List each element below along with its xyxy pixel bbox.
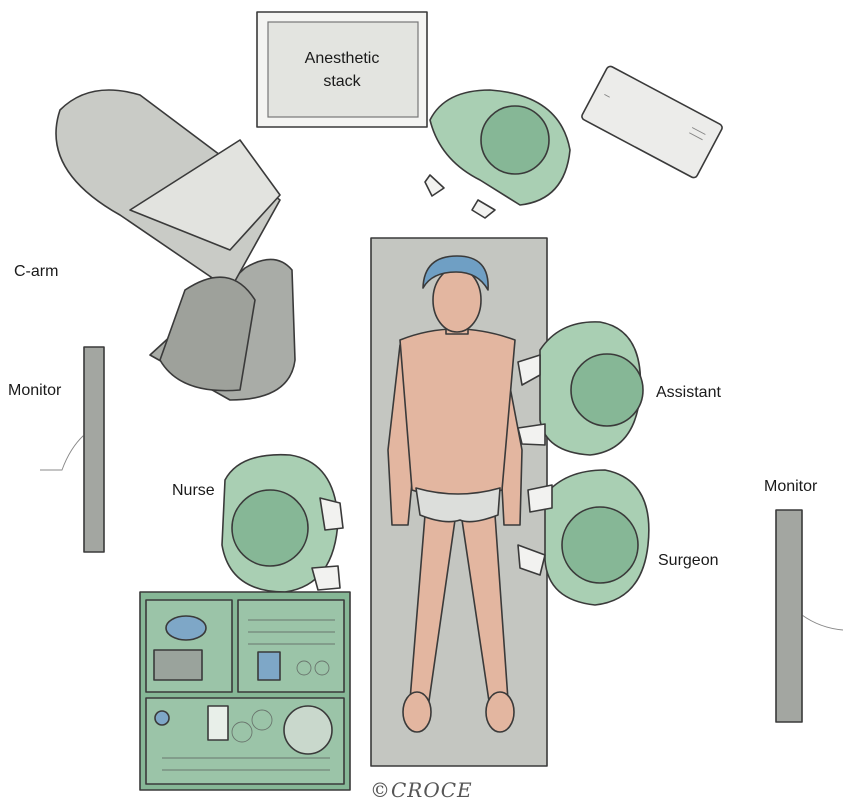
artist-signature: ©CROCE [370,778,473,802]
monitor-right-label: Monitor [764,477,817,496]
anesthetic-stack-label-line2: stack [262,70,422,93]
anesthetic-stack-label-line1: Anesthetic [262,47,422,70]
nurse-figure [222,455,343,592]
monitor-left [40,347,104,552]
monitor-right [776,510,843,722]
anesthetic-stack-label: Anesthetic stack [262,47,422,93]
nurse-label: Nurse [172,481,215,500]
instrument-trays [140,592,350,790]
monitor-left-label: Monitor [8,381,61,400]
monitor-device-top-right [581,65,724,179]
assistant-label: Assistant [656,383,721,402]
anesthesiologist [425,90,570,218]
surgeon-label: Surgeon [658,551,719,570]
c-arm-label: C-arm [14,262,58,281]
